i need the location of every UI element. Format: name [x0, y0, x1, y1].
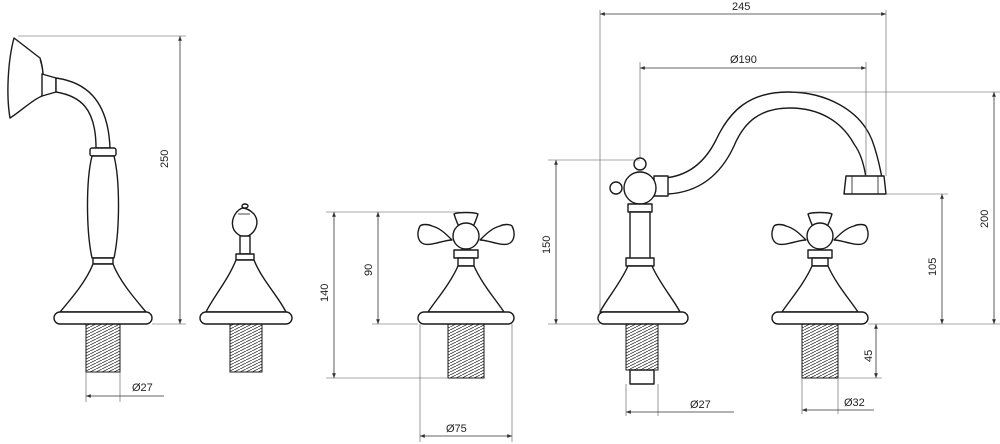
dim-spout-thread: Ø27 [625, 384, 734, 416]
hand-shower [7, 37, 153, 373]
spout-assembly [597, 91, 887, 385]
label-base-dia: Ø75 [446, 423, 467, 435]
label-spout-body-height: 150 [541, 236, 553, 254]
label-handshower-height: 250 [159, 150, 171, 168]
label-spout-width: 245 [732, 1, 750, 13]
diverter-valve [199, 203, 293, 373]
label-valve-thread-length: 45 [863, 350, 875, 362]
dim-valve-thread-length: 45 [838, 324, 882, 379]
dim-spout-total-height: 200 [792, 91, 1000, 325]
label-spout-outlet-height: 105 [927, 258, 939, 276]
dim-valve-body-height: 90 [363, 212, 418, 325]
dim-spout-body-height: 150 [541, 159, 640, 325]
label-valve-thread-dia: Ø32 [844, 397, 865, 409]
right-cross-handle-valve [771, 211, 869, 379]
dim-valve-total-height: 140 [319, 211, 460, 379]
label-spout-thread: Ø27 [690, 399, 711, 411]
label-valve-total-height: 140 [319, 284, 331, 302]
dim-spout-reach: Ø190 [639, 54, 867, 176]
dim-base-dia: Ø75 [419, 324, 513, 442]
label-handshower-thread: Ø27 [132, 382, 153, 394]
dim-valve-thread-dia: Ø32 [801, 378, 874, 414]
dim-spout-outlet-height: 105 [886, 193, 948, 324]
label-valve-body-height: 90 [363, 264, 375, 276]
label-spout-total-height: 200 [979, 210, 991, 228]
label-spout-reach: Ø190 [730, 54, 757, 66]
dim-spout-width: 245 [599, 1, 887, 312]
dim-handshower-thread: Ø27 [85, 372, 164, 402]
dim-handshower-height: 250 [18, 35, 186, 325]
left-cross-handle-valve [417, 211, 515, 379]
